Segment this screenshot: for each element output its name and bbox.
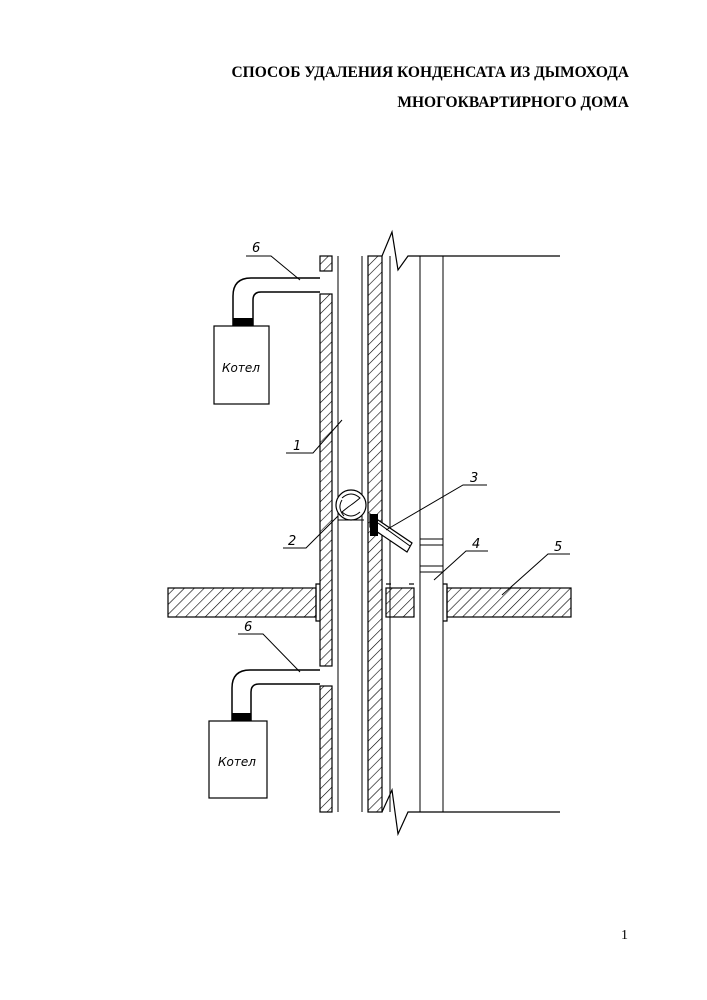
page-number: 1 (621, 928, 628, 943)
document-title-line-2: МНОГОКВАРТИРНОГО ДОМА (397, 94, 629, 111)
drain-pipe (369, 512, 413, 553)
label-drain-pipe: 3 (470, 471, 478, 486)
floor-slab (167, 583, 572, 622)
label-chimney: 1 (293, 439, 301, 454)
upper-boiler (213, 325, 270, 405)
upper-boiler-assembly: Котел (213, 277, 320, 405)
lower-boiler-assembly: Котел (208, 669, 320, 799)
label-flue-lower: 6 (244, 620, 252, 635)
lower-boiler (208, 720, 268, 799)
riser (419, 256, 444, 812)
label-flue-upper: 6 (252, 241, 260, 256)
document-title-line-1: СПОСОБ УДАЛЕНИЯ КОНДЕНСАТА ИЗ ДЫМОХОДА (231, 64, 629, 81)
lower-boiler-label: Котел (218, 755, 256, 769)
upper-boiler-label: Котел (222, 361, 260, 375)
fan (335, 489, 367, 521)
leader-lines (238, 255, 570, 673)
label-floor-slab: 5 (554, 540, 562, 555)
break-lines (381, 229, 560, 837)
label-fan: 2 (288, 534, 296, 549)
label-riser: 4 (472, 537, 480, 552)
